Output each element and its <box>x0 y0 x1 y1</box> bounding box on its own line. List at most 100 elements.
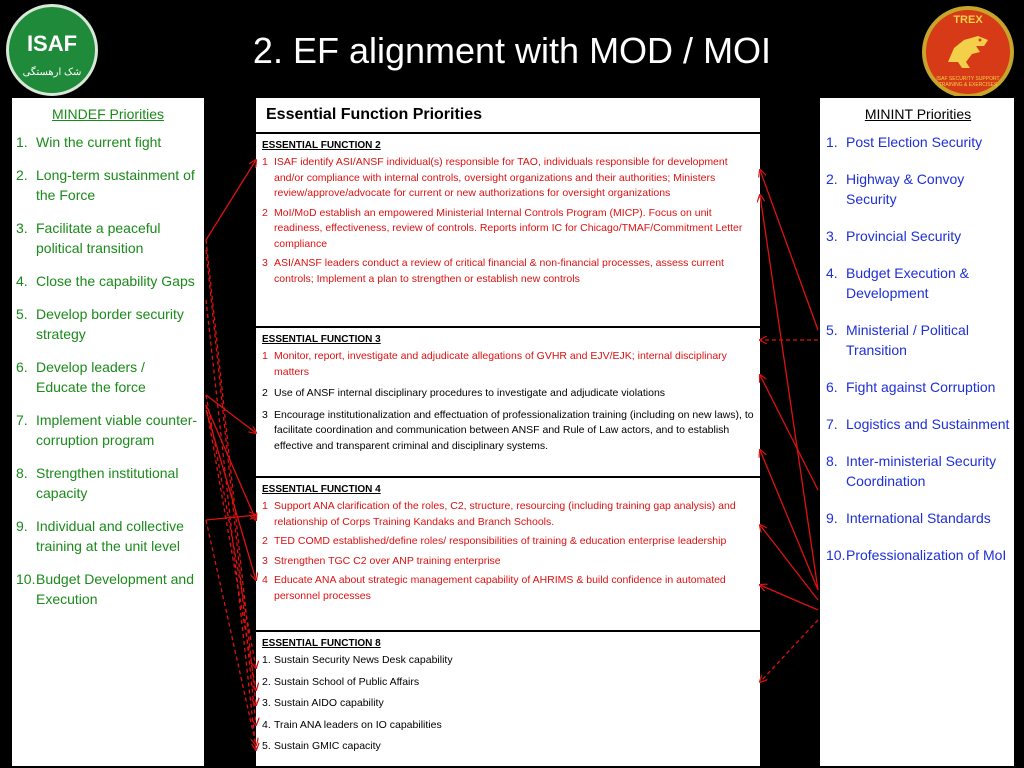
minint-item-text: Inter-ministerial Security Coordination <box>846 453 997 489</box>
mindef-item: 6. Develop leaders / Educate the force <box>16 357 200 397</box>
mindef-item-text: Facilitate a peaceful political transiti… <box>36 220 161 256</box>
mindef-item-text: Close the capability Gaps <box>36 273 195 289</box>
dashed-alignment-arrow <box>205 519 256 745</box>
mindef-item: 1.Win the current fight <box>16 132 200 152</box>
essential-function-title: ESSENTIAL FUNCTION 2 <box>262 140 381 151</box>
essential-function-item-text: Support ANA clarification of the roles, … <box>274 500 736 528</box>
essential-function-item-text: Educate ANA about strategic management c… <box>274 574 726 602</box>
mindef-item-number: 8. <box>16 465 28 481</box>
essential-function-item-number: 4 <box>262 574 268 586</box>
trex-logo-subtext: ISAF SECURITY SUPPORT TRAINING & EXERCIS… <box>936 76 1000 88</box>
isaf-logo-text: ISAF <box>26 31 78 56</box>
mindef-priorities-panel: MINDEF Priorities 1.Win the current figh… <box>10 96 206 768</box>
mindef-item-text: Develop border security strategy <box>36 306 184 342</box>
essential-function-item: 2 Use of ANSF internal disciplinary proce… <box>262 386 754 402</box>
mindef-list: 1.Win the current fight 2.Long-term susta… <box>16 132 200 609</box>
alignment-arrow <box>760 375 819 491</box>
mindef-item-number: 4. <box>16 273 28 289</box>
essential-function-title: ESSENTIAL FUNCTION 8 <box>262 638 381 649</box>
mindef-title: MINDEF Priorities <box>51 106 164 122</box>
alignment-arrow <box>760 585 819 611</box>
minint-item: 7.Logistics and Sustainment <box>826 414 1010 434</box>
minint-item-number: 3. <box>826 228 838 244</box>
mindef-item: 2.Long-term sustainment of the Force <box>16 165 200 205</box>
essential-function-item-text: Sustain Security News Desk capability <box>274 654 453 666</box>
mindef-item-number: 7. <box>16 412 28 428</box>
essential-function-item-text: Encourage institutionalization and effec… <box>274 408 754 452</box>
mindef-item-number: 1. <box>16 134 28 150</box>
essential-function-item-number: 3 <box>262 408 268 421</box>
ef-header: Essential Function Priorities <box>256 98 760 134</box>
dinosaur-icon <box>948 36 988 68</box>
essential-function-item-number: 4. <box>262 718 271 731</box>
mindef-item-number: 9. <box>16 518 28 534</box>
mindef-item-number: 3. <box>16 220 28 236</box>
essential-function-item-text: Sustain GMIC capacity <box>274 740 381 752</box>
minint-item-text: Logistics and Sustainment <box>846 416 1010 432</box>
mindef-item: 4. Close the capability Gaps <box>16 271 200 291</box>
minint-item-number: 8. <box>826 453 838 469</box>
alignment-arrow <box>205 409 256 580</box>
essential-function-item-number: 1 <box>262 350 268 362</box>
essential-function-item: 1.Sustain Security News Desk capability <box>262 653 754 669</box>
essential-function-item: 3 Encourage institutionalization and effe… <box>262 408 754 455</box>
minint-item-text: Budget Execution & Development <box>846 265 969 301</box>
dashed-alignment-arrow <box>205 299 256 750</box>
minint-item-text: Ministerial / Political Transition <box>846 322 969 358</box>
essential-function-section: ESSENTIAL FUNCTION 8 1.Sustain Security N… <box>256 632 760 768</box>
minint-item: 1.Post Election Security <box>826 132 1010 152</box>
mindef-item-number: 10. <box>16 571 36 587</box>
minint-title: MININT Priorities <box>864 106 972 122</box>
minint-item-text: Professionalization of MoI <box>846 547 1007 563</box>
dashed-alignment-arrow <box>205 404 256 690</box>
minint-item: 10.Professionalization of MoI <box>826 545 1010 565</box>
isaf-logo: ISAF شک ارهستگی <box>6 4 98 96</box>
essential-function-item-text: ISAF identify ASI/ANSF individual(s) res… <box>274 156 728 199</box>
mindef-item-text: Long-term sustainment of the Force <box>36 167 195 203</box>
essential-function-item: 1 Monitor, report, investigate and adjudi… <box>262 349 754 380</box>
mindef-item-text: Budget Development and Execution <box>36 571 194 607</box>
essential-function-item-number: 3. <box>262 697 271 709</box>
isaf-logo-subtext: شک ارهستگی <box>22 67 82 78</box>
minint-item-text: International Standards <box>846 510 991 526</box>
dashed-alignment-arrow <box>205 249 256 725</box>
mindef-item-number: 6. <box>16 359 28 375</box>
essential-function-item: 4.Train ANA leaders on IO capabilities <box>262 718 754 734</box>
dashed-alignment-arrow <box>205 394 256 668</box>
essential-function-item-number: 2 <box>262 387 268 399</box>
essential-function-item: 1 Support ANA clarification of the roles,… <box>262 499 754 530</box>
essential-function-item-text: Use of ANSF internal disciplinary proced… <box>274 387 666 399</box>
alignment-arrow <box>760 525 819 601</box>
essential-function-item-text: Sustain School of Public Affairs <box>274 675 420 688</box>
essential-function-item-text: MoI/MoD establish an empowered Ministeri… <box>274 206 743 250</box>
dashed-alignment-arrow <box>205 239 256 705</box>
ef-priorities-panel: Essential Function Priorities ESSENTIAL … <box>254 96 762 768</box>
essential-function-item-text: Strengthen TGC C2 over ANP training ente… <box>274 554 501 567</box>
minint-item: 8. Inter-ministerial Security Coordinatio… <box>826 451 1010 491</box>
essential-function-item-text: TED COMD established/define roles/ respo… <box>274 535 727 547</box>
essential-function-section: ESSENTIAL FUNCTION 2 1 ISAF identify ASI/A… <box>256 134 760 328</box>
essential-function-item-number: 3 <box>262 554 268 567</box>
mindef-item-text: Develop leaders / Educate the force <box>36 359 146 395</box>
essential-function-item-number: 2. <box>262 675 271 688</box>
minint-item-text: Highway & Convoy Security <box>846 171 965 207</box>
alignment-arrow <box>760 170 819 331</box>
mindef-item-text: Strengthen institutional capacity <box>36 465 179 501</box>
essential-function-item-number: 1 <box>262 156 268 168</box>
minint-item-text: Fight against Corruption <box>846 379 996 395</box>
alignment-arrow <box>205 160 256 241</box>
trex-logo: TREX ISAF SECURITY SUPPORT TRAINING & EX… <box>922 6 1014 98</box>
alignment-arrow <box>205 515 256 521</box>
essential-function-item: 3.Sustain AIDO capability <box>262 696 754 712</box>
dashed-alignment-arrow <box>760 619 819 682</box>
essential-function-item-number: 1 <box>262 500 268 512</box>
minint-item: 6.Fight against Corruption <box>826 377 1010 397</box>
essential-function-item-text: Monitor, report, investigate and adjudic… <box>274 350 727 378</box>
essential-function-item-text: ASI/ANSF leaders conduct a review of cri… <box>274 257 724 285</box>
mindef-item-number: 5. <box>16 306 28 322</box>
